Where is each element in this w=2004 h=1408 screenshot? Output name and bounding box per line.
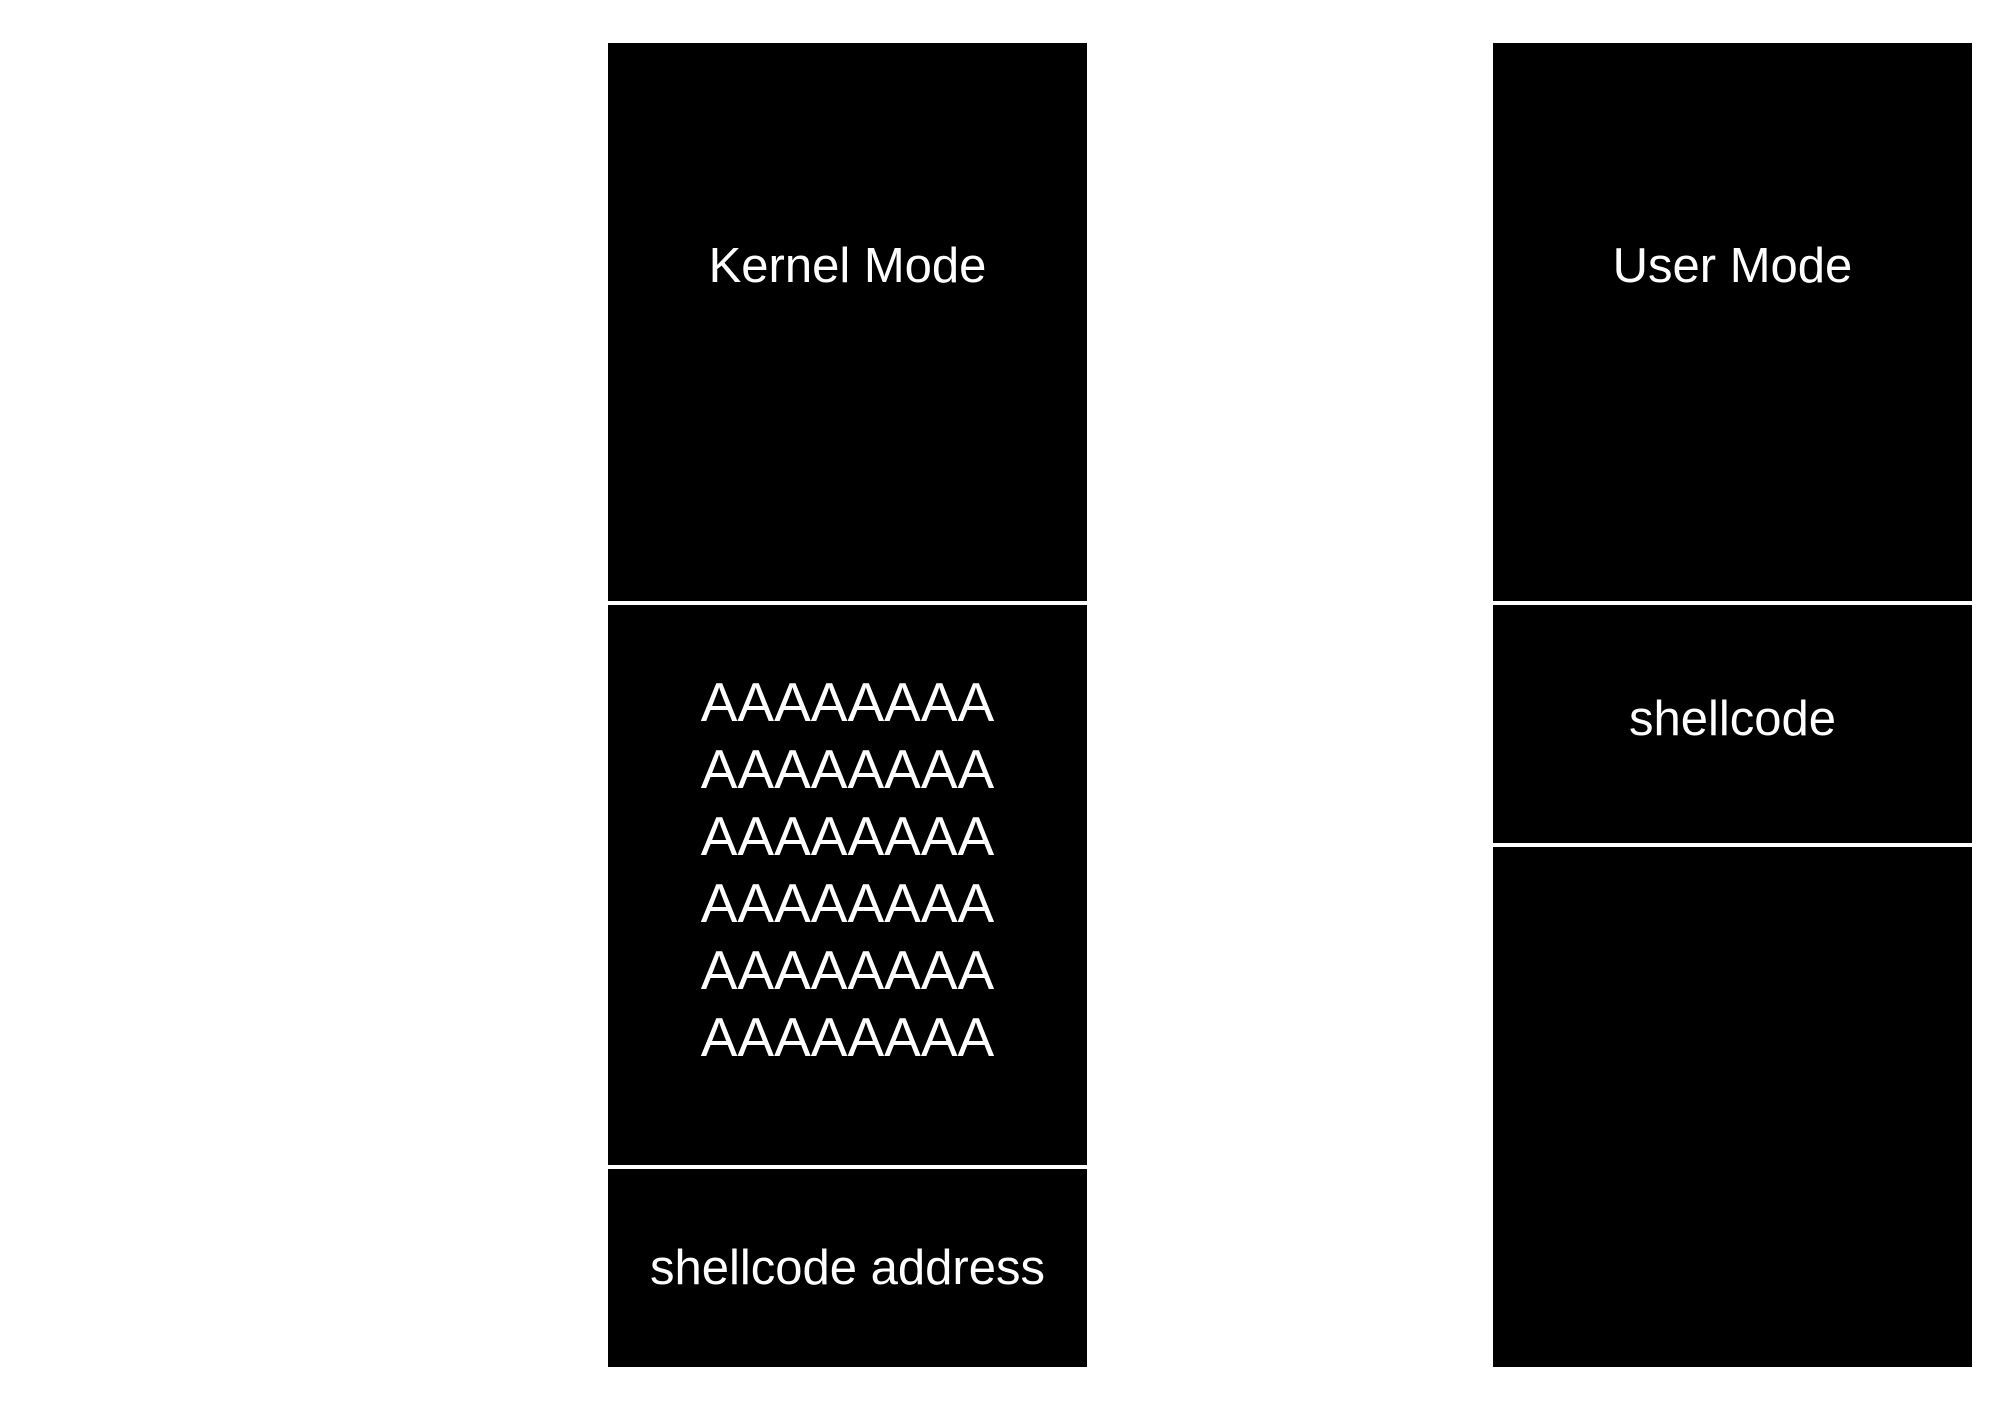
padding-line: AAAAAAAA (700, 671, 995, 733)
user-memory-column: User Mode shellcode (1493, 43, 1972, 1367)
padding-line: AAAAAAAA (700, 738, 995, 800)
padding-line: AAAAAAAA (700, 872, 995, 934)
user-mode-block: User Mode (1493, 43, 1972, 601)
padding-line: AAAAAAAA (700, 939, 995, 1001)
shellcode-block: shellcode (1493, 605, 1972, 843)
user-mode-label: User Mode (1612, 238, 1853, 293)
padding-line: AAAAAAAA (700, 805, 995, 867)
user-empty-block (1493, 847, 1972, 1367)
shellcode-label: shellcode (1628, 691, 1837, 746)
shellcode-address-block: shellcode address (608, 1169, 1087, 1367)
padding-lines: AAAAAAAA AAAAAAAA AAAAAAAA AAAAAAAA AAAA… (701, 669, 994, 1071)
shellcode-address-label: shellcode address (650, 1240, 1045, 1295)
kernel-mode-label: Kernel Mode (708, 238, 987, 293)
kernel-mode-block: Kernel Mode (608, 43, 1087, 601)
overflow-padding-block: AAAAAAAA AAAAAAAA AAAAAAAA AAAAAAAA AAAA… (608, 605, 1087, 1165)
padding-line: AAAAAAAA (700, 1006, 995, 1068)
kernel-memory-column: Kernel Mode AAAAAAAA AAAAAAAA AAAAAAAA A… (608, 43, 1087, 1367)
